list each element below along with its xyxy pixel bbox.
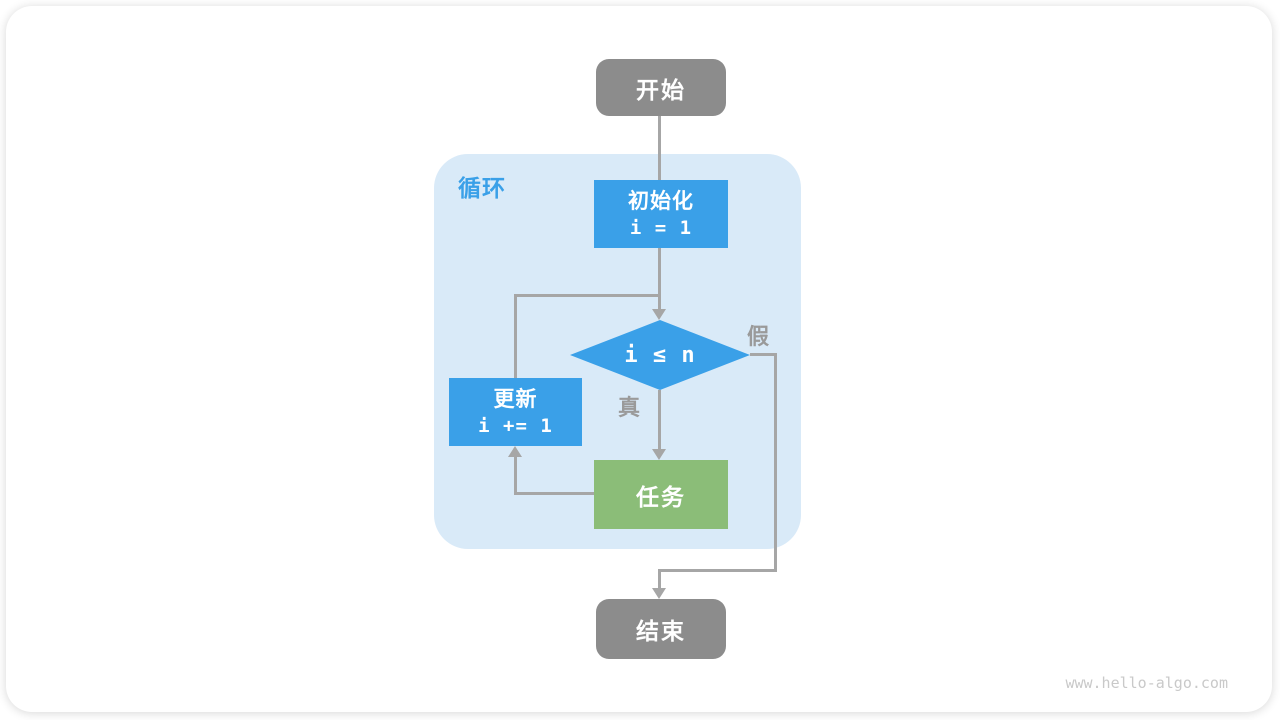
start-node-label: 开始 bbox=[636, 77, 686, 104]
connector-update-up bbox=[514, 296, 517, 378]
figure-card: 循环 假 真 开始 初始化 i = 1 i ≤ n 更新 i += 1 任务 结… bbox=[6, 6, 1272, 712]
update-node-code: i += 1 bbox=[478, 415, 553, 437]
update-node-title: 更新 bbox=[493, 387, 538, 411]
init-node-title: 初始化 bbox=[628, 189, 694, 213]
connector-into-end bbox=[658, 569, 661, 589]
connector-up-into-update bbox=[514, 456, 517, 495]
connector-update-across bbox=[514, 294, 661, 297]
false-branch-label: 假 bbox=[747, 325, 770, 350]
connector-init-to-condition bbox=[658, 248, 661, 310]
connector-condition-to-task bbox=[658, 390, 661, 450]
start-node: 开始 bbox=[596, 59, 726, 116]
task-node-label: 任务 bbox=[636, 484, 686, 511]
arrowhead-into-end bbox=[652, 588, 666, 599]
connector-start-to-init bbox=[658, 116, 661, 180]
init-node: 初始化 i = 1 bbox=[594, 180, 728, 248]
condition-node-label: i ≤ n bbox=[624, 342, 696, 368]
arrowhead-into-condition bbox=[652, 309, 666, 320]
arrowhead-into-task bbox=[652, 449, 666, 460]
loop-region-label: 循环 bbox=[458, 176, 506, 202]
connector-false-out bbox=[750, 353, 777, 356]
site-watermark: www.hello-algo.com bbox=[1065, 674, 1228, 692]
init-node-code: i = 1 bbox=[629, 217, 693, 239]
task-node: 任务 bbox=[594, 460, 728, 529]
connector-false-down bbox=[774, 353, 777, 572]
connector-false-across bbox=[658, 569, 777, 572]
end-node-label: 结束 bbox=[636, 619, 686, 645]
true-branch-label: 真 bbox=[618, 396, 641, 421]
end-node: 结束 bbox=[596, 599, 726, 659]
arrowhead-into-update bbox=[508, 446, 522, 457]
connector-task-to-left bbox=[514, 492, 594, 495]
update-node: 更新 i += 1 bbox=[449, 378, 582, 446]
